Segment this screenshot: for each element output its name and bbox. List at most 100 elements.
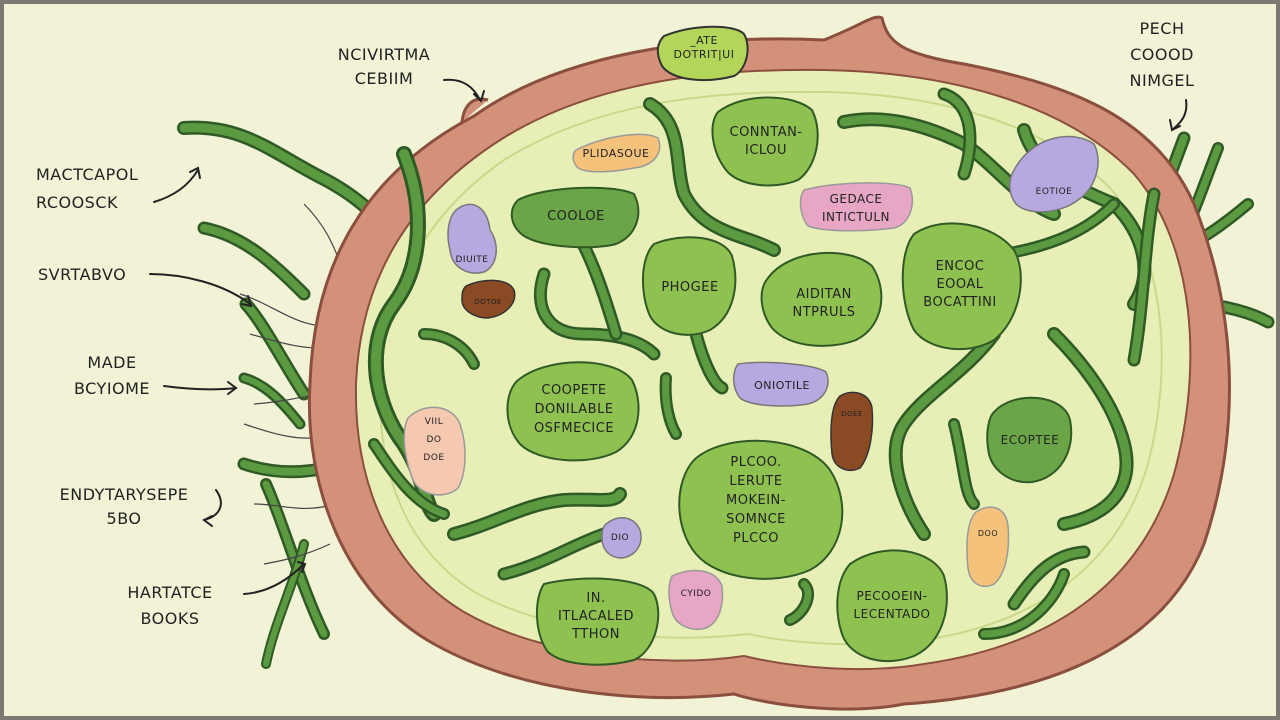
outside-label-line: COOOD [1130, 45, 1194, 64]
outside-label-left-2: SVRTABVO [38, 265, 126, 284]
organelle-label-ecoptee: ECOPTEE [1001, 433, 1060, 447]
organelle-peach [403, 406, 466, 496]
outside-label-line: BOOKS [140, 609, 199, 628]
organelle-plcoo [678, 439, 844, 580]
organelle-aditan [760, 251, 883, 347]
outside-label-line: BCYIOME [74, 379, 150, 398]
organelle-label-purple-tr: EOTIOE [1036, 187, 1073, 197]
outside-label-line: HARTATCE [127, 583, 212, 602]
organelle-label-dio: DIO [611, 533, 629, 543]
outside-label-left-5: HARTATCE BOOKS [127, 583, 212, 628]
organelle-label-line: LERUTE [729, 474, 782, 489]
organelle-label-pink: CYIDO [681, 589, 712, 599]
organelle-label-line: CYIDO [681, 589, 712, 599]
organelle-label-line: CONNTAN- [730, 125, 803, 140]
outside-label-left-3: MADE BCYIOME [74, 353, 150, 398]
outside-label-line: SVRTABVO [38, 265, 126, 284]
organelle-pcooein [836, 549, 948, 663]
outside-label-line: NIMGEL [1130, 71, 1195, 90]
organelle-label-pcooein: PECOOEIN- LECENTADO [854, 589, 931, 621]
arrows [149, 78, 1188, 595]
organelle-label-line: MOKEIN- [726, 493, 786, 508]
organelle-coopete [506, 361, 640, 462]
organelle-dio [601, 517, 642, 559]
organelle-orange-right [966, 506, 1010, 588]
organelle-label-coopete: COOPETE DONILABLE OSFMECICE [534, 383, 614, 436]
outside-label-line: ENDYTARYSEPE [60, 485, 189, 504]
organelle-label-brown-left: DOTOE [474, 298, 502, 306]
organelle-label-line: DO [426, 435, 441, 445]
organelle-label-line: COOPETE [541, 383, 606, 398]
outside-label-line: 5BO [107, 509, 142, 528]
organelle-label-line: DOTRIT|UI [674, 48, 735, 61]
organelle-label-line: GEDACE [830, 192, 883, 206]
organelle-gedace [799, 182, 914, 232]
organelle-label-line: ICLOU [745, 143, 787, 158]
organelle-contan [711, 96, 819, 187]
organelle-oniotile [733, 361, 829, 407]
organelle-label-line: ITLACALED [558, 609, 634, 624]
organelle-purple-tr [1009, 135, 1099, 213]
organelle-label-line: BOCATTINI [923, 295, 996, 310]
organelle-label-gedace: GEDACE INTICTULN [822, 192, 890, 224]
organelle-label-line: DOO [978, 529, 998, 538]
outside-label-line: MADE [87, 353, 136, 372]
organelle-label-contan: CONNTAN- ICLOU [730, 125, 803, 158]
organelle-top-badge [656, 25, 749, 82]
organelle-pink [668, 569, 724, 630]
organelle-brown-mid [830, 391, 874, 472]
organelle-label-line: DIO [611, 533, 629, 543]
organelle-label-line: PLIDASOUE [583, 147, 650, 160]
outside-label-left-4: ENDYTARYSEPE 5BO [60, 485, 189, 528]
organelle-label-line: ONIOTILE [754, 379, 810, 392]
organelle-label-line: IN. [586, 591, 605, 606]
organelle-label-brown-mid: DOEE [841, 410, 863, 418]
organelle-label-line: TTHON [571, 627, 620, 642]
organelle-label-phogee: PHOGEE [661, 280, 718, 295]
organelle-label-line: DONILABLE [534, 402, 613, 417]
organelle-label-line: PLCCO [733, 531, 779, 546]
left-strands [177, 120, 407, 669]
organelle-label-line: LECENTADO [854, 607, 931, 621]
organelle-label-oniotile: ONIOTILE [754, 379, 810, 392]
organelle-phogee [641, 236, 737, 336]
organelle-label-line: PHOGEE [661, 280, 718, 295]
outside-label-line: CEBIIM [355, 69, 414, 88]
organelle-label-line: OSFMECICE [534, 421, 614, 436]
outside-label-line: PECH [1140, 19, 1185, 38]
organelle-ecoptee [986, 396, 1073, 484]
organelle-label-line: SOMNCE [726, 512, 786, 527]
organelle-label-line: VIIL [425, 417, 443, 427]
organelle-label-line: DIUITE [455, 255, 488, 265]
organelle-pludasoue [572, 133, 661, 173]
organelle-label-line: DOEE [841, 410, 863, 418]
organelle-label-line: INTICTULN [822, 210, 890, 224]
organelle-label-line: ECOPTEE [1001, 433, 1060, 447]
organelle-label-plcoo: PLCOO. LERUTE MOKEIN- SOMNCE PLCCO [726, 455, 786, 546]
outside-label-top-right: PECH COOOD NIMGEL [1130, 19, 1195, 90]
organelle-encoc [901, 222, 1022, 351]
organelle-label-orange-right: DOO [978, 529, 998, 538]
organelle-label-line: PECOOEIN- [856, 589, 927, 603]
outside-label-line: RCOOSCK [36, 193, 118, 212]
organelle-label-line: DOE [423, 453, 444, 463]
organelle-label-line: EOTIOE [1036, 187, 1073, 197]
organelle-label-itlacaled: IN. ITLACALED TTHON [558, 591, 634, 642]
organelle-label-pludasoue: PLIDASOUE [583, 147, 650, 160]
organelle-label-line: _ATE [689, 34, 718, 47]
cell-wall-bump [460, 97, 489, 123]
organelle-label-line: PLCOO. [730, 455, 781, 470]
organelle-label-line: EOOAL [936, 277, 983, 292]
organelle-label-line: COOLOE [547, 209, 605, 224]
organelle-label-line: NTPRULS [792, 305, 855, 320]
organelle-label-peach: VIIL DO DOE [423, 417, 444, 463]
organelle-label-line: DOTOE [474, 298, 502, 306]
organelle-brown-left [461, 279, 516, 319]
